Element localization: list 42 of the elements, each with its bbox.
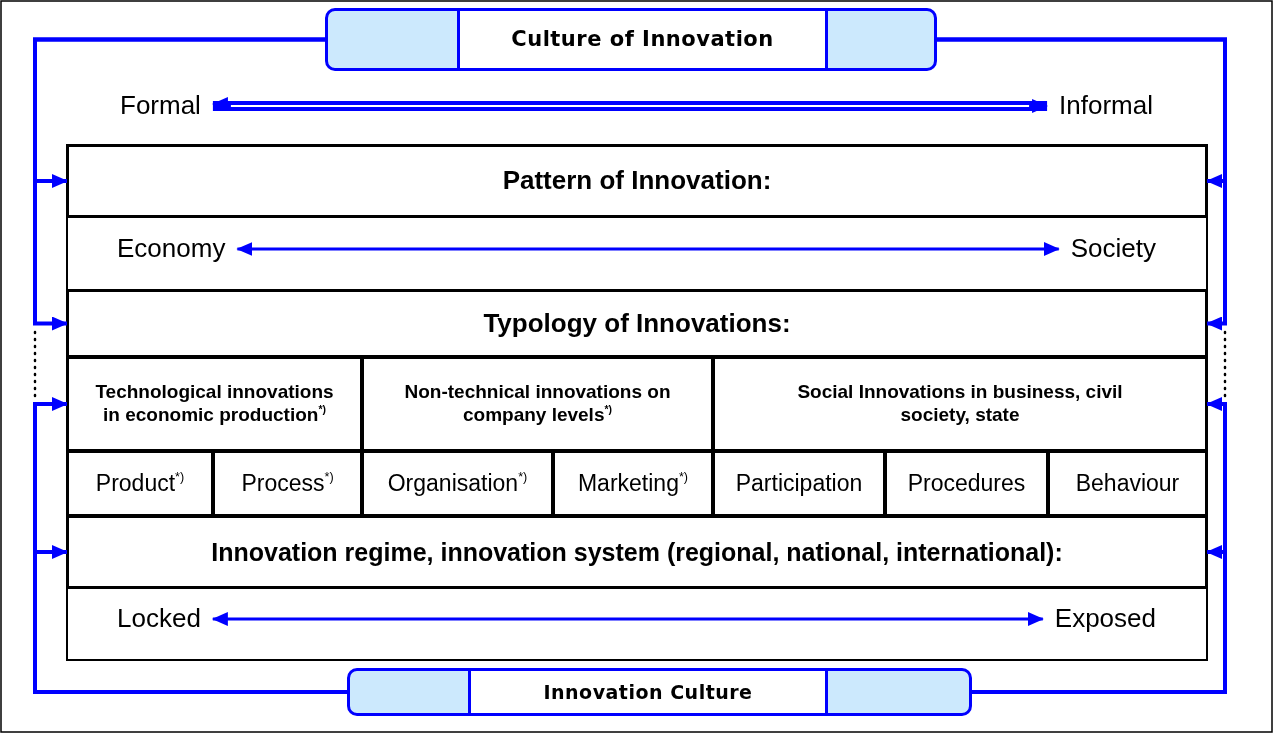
table-cell	[1048, 451, 1207, 516]
type-label: Participation	[734, 469, 864, 498]
pole-label: Formal	[119, 90, 202, 122]
table-cell	[67, 357, 362, 451]
category-heading: Non-technical innovations on company levels$^{*)}$	[403, 381, 672, 427]
arrow	[33, 37, 325, 331]
banner-title: Innovation Culture	[468, 671, 828, 713]
banner-box	[325, 8, 937, 71]
table-cell	[553, 451, 713, 516]
table-cell	[67, 145, 1207, 217]
table-cell	[67, 516, 1207, 588]
category-heading: Social Innovations in business, civil society, state	[796, 381, 1124, 427]
type-label: Product$^{*)}$	[94, 469, 186, 498]
banner-title: Culture of Innovation	[457, 11, 828, 68]
row-heading: Pattern of Innovation:	[501, 165, 773, 197]
table-cell	[67, 290, 1207, 357]
arrow	[236, 242, 1060, 256]
pole-label: Exposed	[1053, 603, 1157, 635]
table-cell	[362, 451, 553, 516]
type-label: Organisation$^{*)}$	[386, 469, 529, 498]
pole-label: Society	[1069, 233, 1157, 265]
pole-label: Locked	[116, 603, 202, 635]
table-row	[362, 357, 713, 451]
type-label: Procedures	[906, 469, 1027, 498]
table-cell	[67, 451, 213, 516]
table-cell	[713, 451, 885, 516]
pole-label	[347, 668, 972, 716]
type-label: Marketing$^{*)}$	[576, 469, 690, 498]
type-label: Behaviour	[1074, 469, 1181, 498]
table-cell	[713, 357, 1207, 451]
table-row	[213, 451, 362, 516]
type-label: Process$^{*)}$	[240, 469, 335, 498]
arrow	[972, 545, 1227, 694]
arrow	[211, 612, 1044, 626]
row-heading: Innovation regime, innovation system (regional, national, international):	[210, 537, 1064, 567]
category-heading: Technological innovations in economic production$^{*)}$	[94, 381, 335, 427]
pole-label: Informal	[1058, 90, 1154, 122]
pole-label: Economy	[116, 233, 227, 265]
arrow	[33, 545, 347, 694]
row-heading: Typology of Innovations:	[482, 307, 792, 340]
arrow	[937, 37, 1227, 331]
table-cell	[885, 451, 1048, 516]
